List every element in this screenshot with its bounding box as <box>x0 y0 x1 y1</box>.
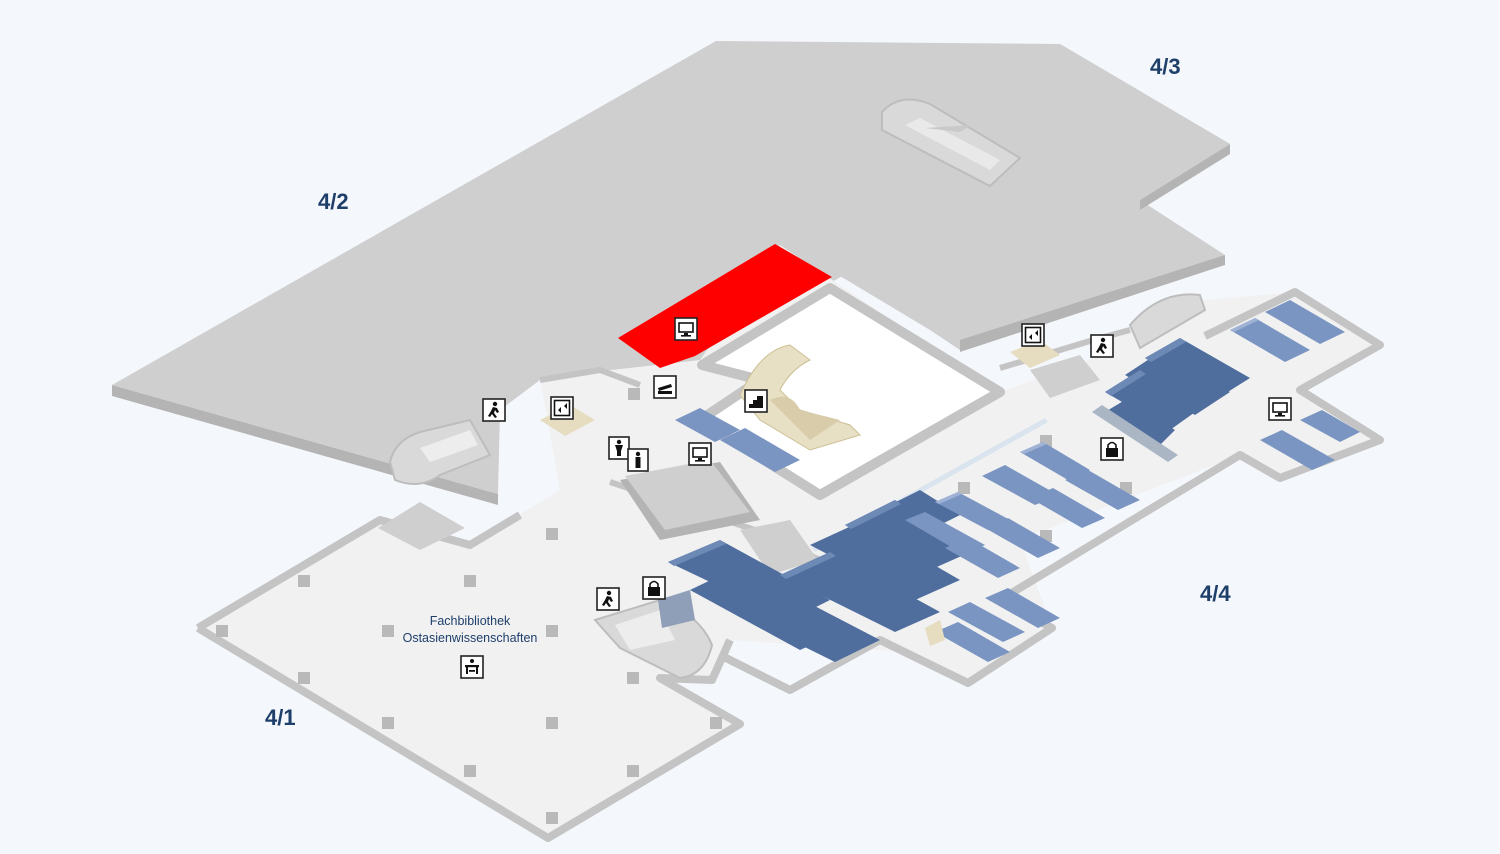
stairwell-west <box>388 418 492 485</box>
zone-label-4-4[interactable]: 4/4 <box>1200 581 1231 606</box>
shelving-south <box>658 490 975 662</box>
service-core-2 <box>740 520 818 575</box>
group-workspace-icon[interactable] <box>460 655 484 679</box>
computer-icon[interactable] <box>1268 397 1292 421</box>
scanner-icon[interactable] <box>653 375 677 399</box>
stairwell-east <box>1128 293 1207 350</box>
shelving-east <box>1092 338 1250 462</box>
emergency-exit-icon[interactable] <box>596 587 620 611</box>
locker-icon[interactable] <box>1100 437 1124 461</box>
emergency-exit-icon[interactable] <box>1090 334 1114 358</box>
elevator-icon[interactable] <box>550 396 574 420</box>
shaft-4-4 <box>1030 355 1100 398</box>
stairs-icon[interactable] <box>744 389 768 413</box>
atrium <box>695 283 1005 500</box>
elevator-icon[interactable] <box>1021 323 1045 347</box>
highlighted-area[interactable] <box>618 244 832 368</box>
reading-desks <box>675 300 1360 662</box>
zone-label-4-1[interactable]: 4/1 <box>265 705 296 730</box>
zone-4-3-block[interactable] <box>940 44 1230 210</box>
room-label-line-2: Ostasienwissenschaften <box>403 631 538 645</box>
computer-icon[interactable] <box>688 442 712 466</box>
stairwell-north <box>881 98 1022 188</box>
shaft-4-1 <box>378 502 465 550</box>
emergency-exit-icon[interactable] <box>482 398 506 422</box>
service-core-top <box>625 460 750 530</box>
zone-label-4-2[interactable]: 4/2 <box>318 189 349 214</box>
toilet-icon[interactable] <box>627 448 649 472</box>
zone-label-4-3[interactable]: 4/3 <box>1150 54 1181 79</box>
toilet-icon[interactable] <box>608 436 630 460</box>
computer-icon[interactable] <box>674 317 698 341</box>
locker-icon[interactable] <box>642 576 666 600</box>
elevator-blocks <box>540 340 1060 646</box>
room-label-line-1: Fachbibliothek <box>430 614 511 628</box>
